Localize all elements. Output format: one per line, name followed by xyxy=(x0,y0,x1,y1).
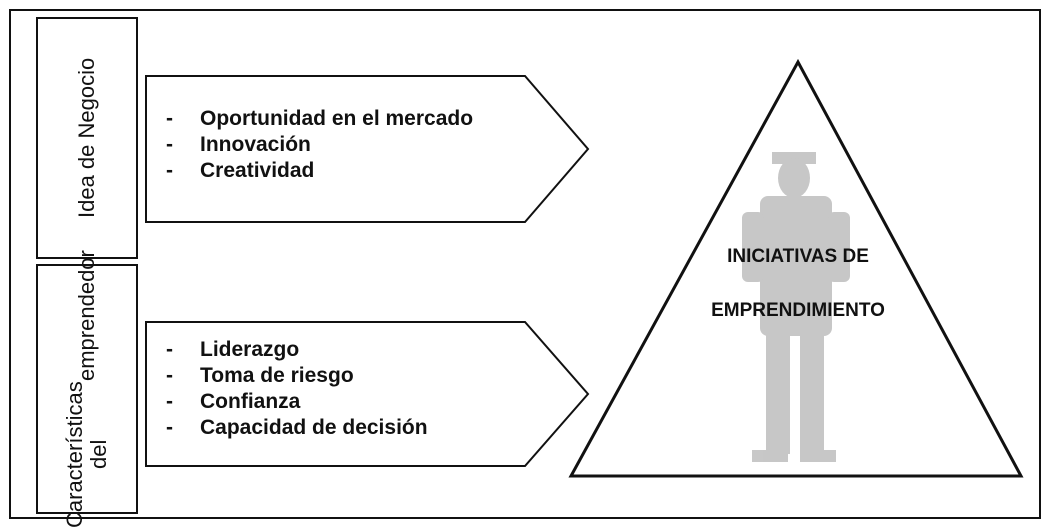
caracteristicas-list: Liderazgo Toma de riesgo Confianza Capac… xyxy=(160,337,428,441)
idea-list: Oportunidad en el mercado Innovación Cre… xyxy=(160,106,473,184)
caracteristicas-title-line2: emprendedor xyxy=(73,250,99,382)
idea-title: Idea de Negocio xyxy=(73,57,99,219)
caracteristicas-label-box xyxy=(36,264,138,514)
pyramid-line2: EMPRENDIMIENTO xyxy=(711,300,885,321)
list-item: Oportunidad en el mercado xyxy=(160,106,473,132)
list-item: Innovación xyxy=(160,132,473,158)
idea-label: Idea de Negocio xyxy=(37,18,137,258)
list-item: Creatividad xyxy=(160,158,473,184)
person-figure xyxy=(742,152,850,462)
idea-label-box xyxy=(36,17,138,259)
list-item: Toma de riesgo xyxy=(160,363,428,389)
outer-frame xyxy=(9,9,1041,519)
caracteristicas-label: Características del emprendedor xyxy=(37,250,137,528)
list-item: Confianza xyxy=(160,389,428,415)
pyramid-line1: INICIATIVAS DE xyxy=(727,246,869,267)
caracteristicas-title-line1: Características del xyxy=(61,381,111,528)
list-item: Capacidad de decisión xyxy=(160,415,428,441)
list-item: Liderazgo xyxy=(160,337,428,363)
